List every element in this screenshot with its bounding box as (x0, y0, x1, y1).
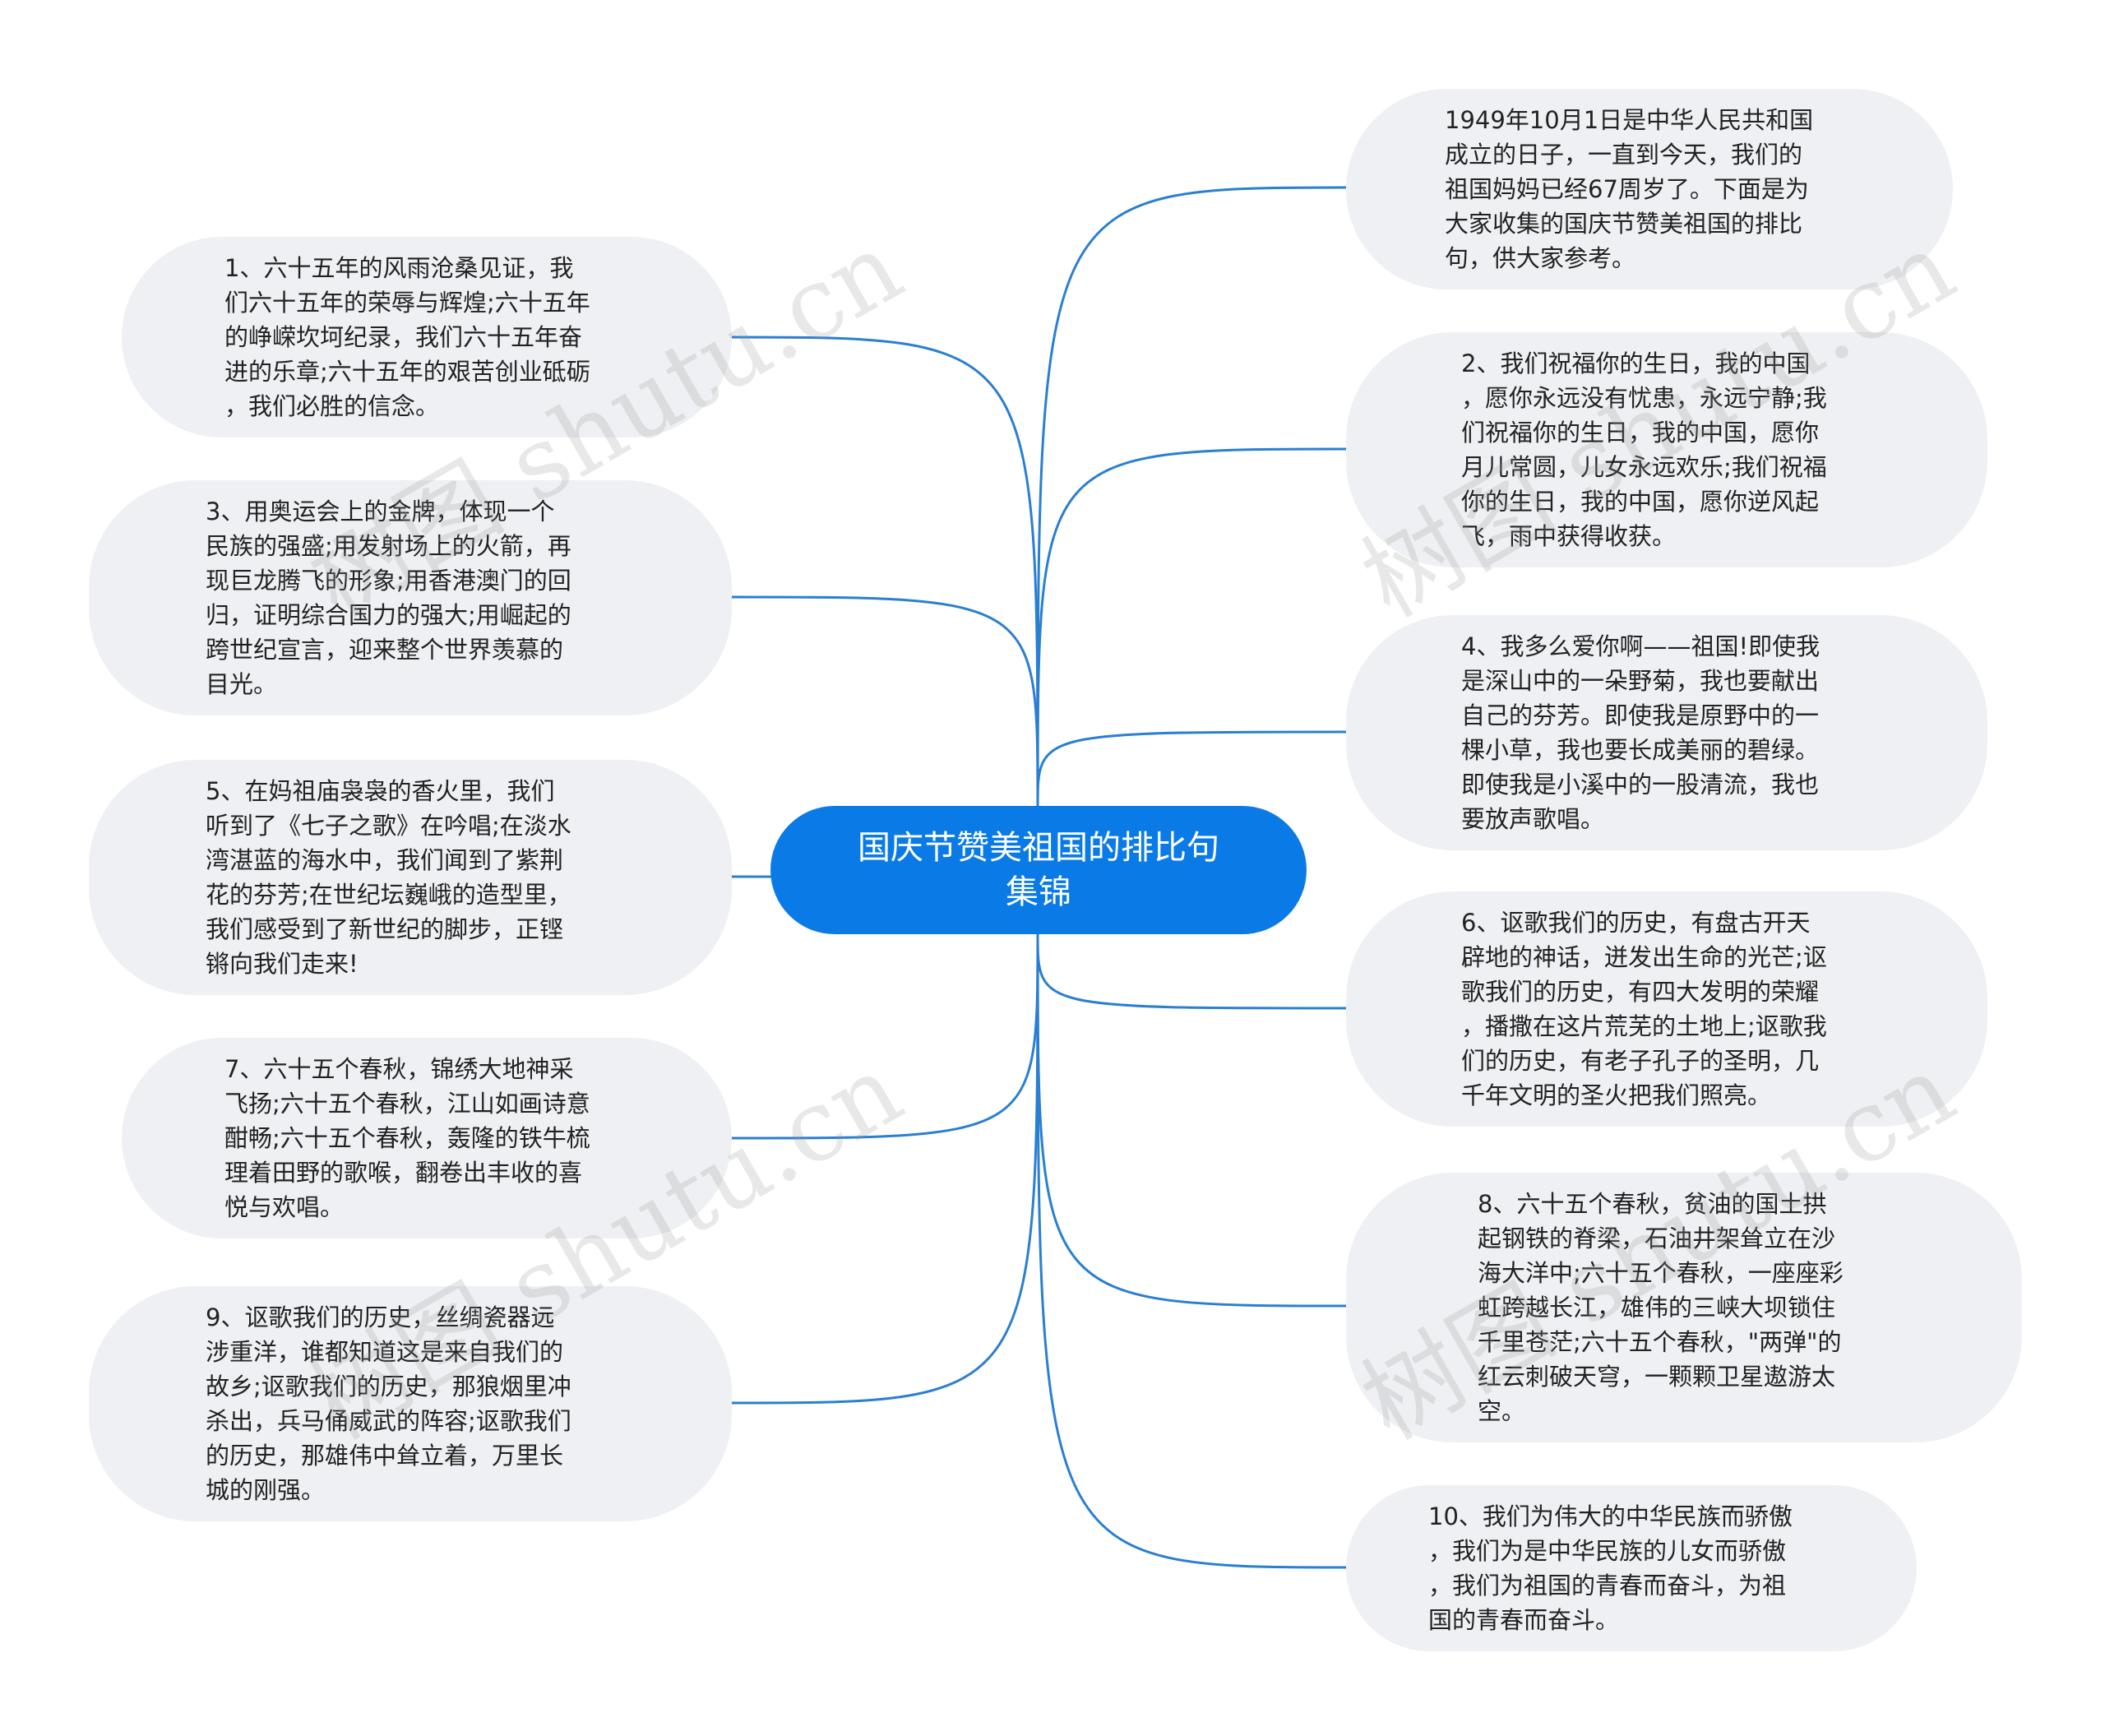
topic-9[interactable]: 9、讴歌我们的历史，丝绸瓷器远 涉重洋，谁都知道这是来自我们的 故乡;讴歌我们的… (89, 1286, 732, 1521)
topic-9-text: 9、讴歌我们的历史，丝绸瓷器远 涉重洋，谁都知道这是来自我们的 故乡;讴歌我们的… (206, 1303, 571, 1504)
topic-5[interactable]: 5、在妈祖庙袅袅的香火里，我们 听到了《七子之歌》在吟唱;在淡水 湾湛蓝的海水中… (89, 760, 732, 995)
topic-10[interactable]: 10、我们为伟大的中华民族而骄傲 ，我们为是中华民族的儿女而骄傲 ，我们为祖国的… (1346, 1485, 1917, 1651)
connector-3 (731, 595, 1039, 807)
topic-1-text: 1、六十五年的风雨沧桑见证，我 们六十五年的荣辱与辉煌;六十五年 的峥嵘坎坷纪录… (224, 254, 590, 420)
topic-8[interactable]: 8、六十五个春秋，贫油的国土拱 起钢铁的脊梁，石油井架耸立在沙 海大洋中;六十五… (1346, 1173, 2022, 1442)
connector-10 (1036, 933, 1347, 1569)
central-topic[interactable]: 国庆节赞美祖国的排比句 集锦 (770, 806, 1307, 934)
connector-6 (1036, 933, 1347, 1010)
topic-intro-text: 1949年10月1日是中华人民共和国 成立的日子，一直到今天，我们的 祖国妈妈已… (1445, 106, 1814, 272)
connector-9 (731, 933, 1039, 1405)
topic-2-text: 2、我们祝福你的生日，我的中国 ，愿你永远没有忧患，永远宁静;我 们祝福你的生日… (1461, 350, 1827, 550)
connector-7 (731, 933, 1039, 1140)
topic-4[interactable]: 4、我多么爱你啊——祖国!即使我 是深山中的一朵野菊，我也要献出 自己的芬芳。即… (1346, 615, 1987, 850)
topic-10-text: 10、我们为伟大的中华民族而骄傲 ，我们为是中华民族的儿女而骄傲 ，我们为祖国的… (1428, 1502, 1793, 1634)
topic-2[interactable]: 2、我们祝福你的生日，我的中国 ，愿你永远没有忧患，永远宁静;我 们祝福你的生日… (1346, 332, 1987, 567)
topic-intro[interactable]: 1949年10月1日是中华人民共和国 成立的日子，一直到今天，我们的 祖国妈妈已… (1346, 89, 1953, 289)
topic-1[interactable]: 1、六十五年的风雨沧桑见证，我 们六十五年的荣辱与辉煌;六十五年 的峥嵘坎坷纪录… (122, 237, 732, 437)
central-topic-label: 国庆节赞美祖国的排比句 集锦 (858, 829, 1219, 911)
topic-3-text: 3、用奥运会上的金牌，体现一个 民族的强盛;用发射场上的火箭，再 现巨龙腾飞的形… (206, 498, 571, 698)
topic-6-text: 6、讴歌我们的历史，有盘古开天 辟地的神话，迸发出生命的光芒;讴 歌我们的历史，… (1461, 909, 1827, 1109)
topic-7-text: 7、六十五个春秋，锦绣大地神采 飞扬;六十五个春秋，江山如画诗意 酣畅;六十五个… (224, 1055, 590, 1221)
topic-4-text: 4、我多么爱你啊——祖国!即使我 是深山中的一朵野菊，我也要献出 自己的芬芳。即… (1461, 632, 1820, 833)
topic-5-text: 5、在妈祖庙袅袅的香火里，我们 听到了《七子之歌》在吟唱;在淡水 湾湛蓝的海水中… (206, 777, 571, 978)
connector-intro (1036, 186, 1347, 807)
topic-7[interactable]: 7、六十五个春秋，锦绣大地神采 飞扬;六十五个春秋，江山如画诗意 酣畅;六十五个… (122, 1038, 732, 1238)
topic-3[interactable]: 3、用奥运会上的金牌，体现一个 民族的强盛;用发射场上的火箭，再 现巨龙腾飞的形… (89, 480, 732, 715)
topic-6[interactable]: 6、讴歌我们的历史，有盘古开天 辟地的神话，迸发出生命的光芒;讴 歌我们的历史，… (1346, 891, 1987, 1127)
connector-1 (731, 336, 1039, 807)
connector-2 (1036, 447, 1347, 807)
connector-4 (1036, 730, 1347, 807)
connector-8 (1036, 933, 1347, 1308)
topic-8-text: 8、六十五个春秋，贫油的国土拱 起钢铁的脊梁，石油井架耸立在沙 海大洋中;六十五… (1478, 1190, 1844, 1425)
